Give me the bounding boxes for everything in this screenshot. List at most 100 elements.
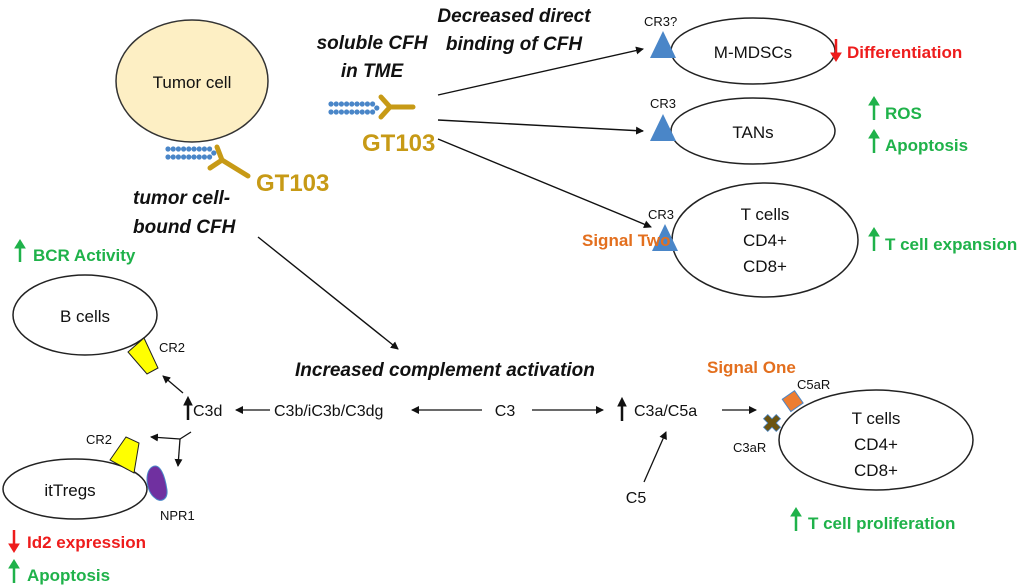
mmdsc-effect: Differentiation <box>847 43 962 62</box>
up-arrow-icon <box>8 559 20 583</box>
tcells-bottom-line2: CD4+ <box>854 435 898 454</box>
cr3-receptor-icon <box>650 31 676 58</box>
cfh-bead <box>333 101 339 107</box>
cfh-bead <box>181 146 187 152</box>
cfh-bead <box>359 101 365 107</box>
arrow-to-tcells-top <box>437 138 652 229</box>
c3ar-receptor-icon <box>762 413 782 433</box>
cfh-bead <box>328 101 334 107</box>
tcells-top-line1: T cells <box>741 205 790 224</box>
cfh-bead <box>333 109 339 115</box>
branch-line <box>179 431 192 440</box>
cfh-bead <box>354 101 360 107</box>
tcells-bottom-cell <box>778 389 974 491</box>
cfh-bead <box>338 109 344 115</box>
up-arrow-icon <box>14 239 26 262</box>
tcells-top-line3: CD8+ <box>743 257 787 276</box>
soluble-cfh-label-line1: soluble CFH <box>317 33 429 54</box>
up-arrow-icon <box>868 129 880 153</box>
up-arrow-icon <box>868 96 880 120</box>
arrow-to-tans <box>437 119 644 135</box>
cr2-receptor-icon <box>109 436 140 474</box>
cr3-receptor-icon <box>650 114 676 141</box>
c3d-label: C3d <box>193 403 222 420</box>
cfh-bead <box>196 154 202 160</box>
tcells-top-line2: CD4+ <box>743 231 787 250</box>
mmdsc-receptor-label: CR3? <box>644 14 677 29</box>
cfh-bead <box>370 101 376 107</box>
down-arrow-icon <box>830 39 842 62</box>
cfh-bead <box>364 101 370 107</box>
arrow-to-complement <box>257 236 399 350</box>
cfh-bead <box>191 146 197 152</box>
cfh-bead <box>165 146 171 152</box>
cfh-bead <box>207 154 213 160</box>
ittregs-cr2-label: CR2 <box>86 432 112 447</box>
cfh-bead <box>175 154 181 160</box>
ittregs-effect-apoptosis: Apoptosis <box>27 566 110 585</box>
npr1-receptor-icon <box>146 465 168 501</box>
tumor-cell <box>115 19 269 143</box>
bound-gt103-label: GT103 <box>256 170 329 197</box>
tcells-bottom-line1: T cells <box>852 409 901 428</box>
bound-cfh-label-line1: tumor cell- <box>133 188 230 209</box>
cfh-bead <box>354 109 360 115</box>
cfh-bead <box>328 109 334 115</box>
c5ar-label: C5aR <box>797 377 830 392</box>
c5ar-receptor-icon <box>781 389 804 413</box>
cr2-receptor-icon <box>127 337 159 375</box>
decreased-binding-line2: binding of CFH <box>446 34 583 55</box>
tans-receptor-label: CR3 <box>650 96 676 111</box>
mmdsc-label: M-MDSCs <box>714 43 792 62</box>
ittregs-cell <box>2 458 148 520</box>
cfh-bead <box>170 154 176 160</box>
cr3-receptor-icon <box>652 224 678 251</box>
bound-cfh-chain <box>165 146 217 160</box>
cfh-bead <box>338 101 344 107</box>
tans-label: TANs <box>732 123 773 142</box>
tcells-bottom-effect: T cell proliferation <box>808 514 955 533</box>
cfh-bead <box>191 154 197 160</box>
signal-two-label: Signal Two <box>582 231 670 250</box>
cfh-bead <box>370 109 376 115</box>
cfh-bead <box>196 146 202 152</box>
arrow-c3d-to-bcells <box>162 375 184 394</box>
cfh-bead <box>181 154 187 160</box>
tcells-bottom-line3: CD8+ <box>854 461 898 480</box>
cfh-bead <box>175 146 181 152</box>
cfh-bead <box>186 146 192 152</box>
bcells-cell <box>12 274 158 356</box>
up-arrow-icon <box>183 395 193 420</box>
arrow-to-mmdsc <box>437 46 644 96</box>
soluble-gt103-label: GT103 <box>362 130 435 157</box>
cfh-bead <box>349 101 355 107</box>
cfh-bead <box>211 150 217 156</box>
cfh-bead <box>207 146 213 152</box>
bcells-receptor-label: CR2 <box>159 340 185 355</box>
bcr-activity-label: BCR Activity <box>33 246 136 265</box>
c5-label: C5 <box>626 490 647 507</box>
cfh-bead <box>201 146 207 152</box>
soluble-cfh-chain <box>328 101 380 115</box>
c3a-c5a-label: C3a/C5a <box>634 403 697 420</box>
bcells-label: B cells <box>60 307 110 326</box>
complement-title: Increased complement activation <box>295 360 595 381</box>
cfh-bead <box>170 146 176 152</box>
tans-effect-ros: ROS <box>885 104 922 123</box>
tcells-top-effect: T cell expansion <box>885 235 1017 254</box>
ittregs-effect-id2: Id2 expression <box>27 533 146 552</box>
cfh-bead <box>165 154 171 160</box>
cfh-bead <box>201 154 207 160</box>
up-arrow-icon <box>868 227 880 251</box>
ittregs-label: itTregs <box>44 481 95 500</box>
cfh-bead <box>364 109 370 115</box>
c3ar-label: C3aR <box>733 440 766 455</box>
cfh-bead <box>374 105 380 111</box>
down-arrow-icon <box>8 530 20 553</box>
arrow-c3d-to-npr1 <box>174 438 183 467</box>
cfh-bead <box>186 154 192 160</box>
tans-effect-apoptosis: Apoptosis <box>885 136 968 155</box>
arrow-c3d-to-ittregs-cr2 <box>150 433 181 442</box>
ittregs-npr1-label: NPR1 <box>160 508 195 523</box>
